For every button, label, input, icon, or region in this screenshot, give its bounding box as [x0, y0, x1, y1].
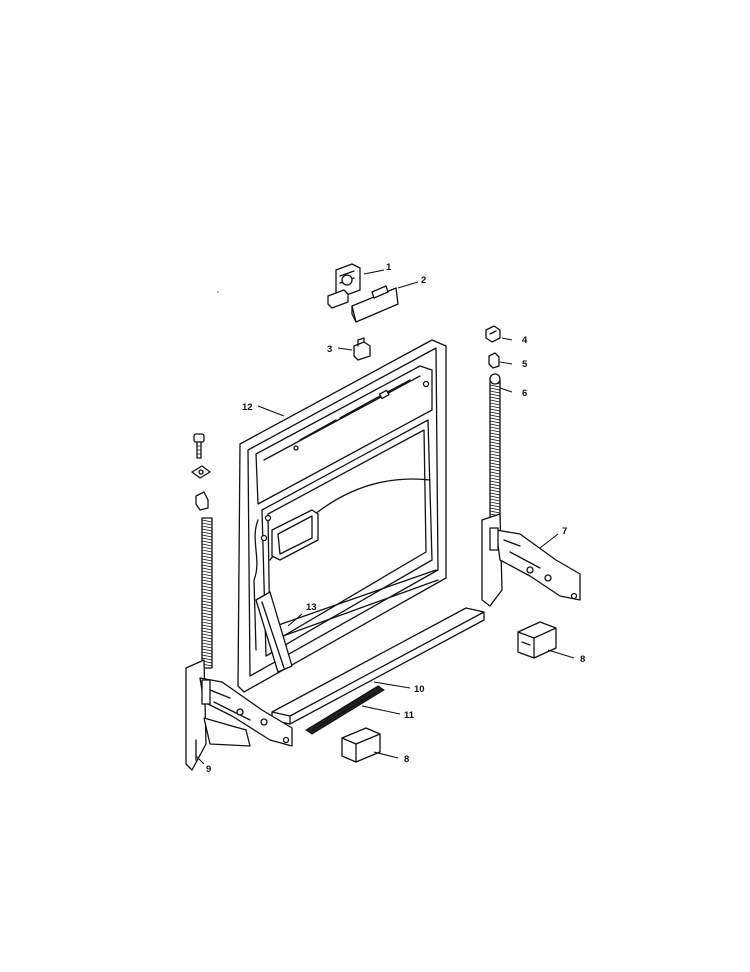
stray-dot	[217, 291, 219, 293]
leader-2	[397, 281, 419, 289]
foot-pad-left-part	[341, 727, 381, 763]
screw-part	[193, 433, 205, 459]
clip-part	[353, 337, 371, 361]
spring-left-part	[201, 517, 213, 669]
mesh-strip-part	[305, 685, 385, 735]
leader-12	[257, 405, 285, 417]
hinge-right-part	[481, 513, 581, 607]
callout-13: 13	[306, 602, 317, 613]
callout-9: 9	[206, 764, 211, 775]
leader-4	[501, 337, 513, 341]
callout-4: 4	[522, 335, 528, 346]
callout-1: 1	[386, 262, 392, 273]
leader-8a	[547, 649, 575, 659]
callout-10: 10	[414, 684, 425, 695]
leader-8b	[373, 751, 399, 759]
leader-3	[337, 347, 353, 351]
leader-9	[195, 755, 205, 765]
leader-6	[499, 387, 513, 393]
callout-6: 6	[522, 388, 527, 399]
leader-10	[373, 681, 411, 689]
callout-12: 12	[242, 402, 253, 413]
spring-right-part	[489, 373, 501, 521]
callout-3: 3	[327, 344, 332, 355]
door-panel-part	[237, 339, 447, 693]
bracket-part-5	[488, 352, 500, 369]
leader-lines	[195, 269, 575, 765]
callout-8-lower: 8	[404, 754, 409, 765]
small-bracket-left-part	[195, 491, 209, 511]
callout-11: 11	[404, 710, 415, 721]
latch-assembly-part	[327, 263, 399, 323]
callout-2: 2	[421, 275, 426, 286]
hinge-left-part	[185, 659, 293, 771]
callout-5: 5	[522, 359, 528, 370]
leader-5	[499, 361, 513, 365]
callout-7: 7	[562, 526, 567, 537]
nut-part	[191, 465, 211, 479]
leader-7	[539, 533, 559, 549]
bracket-part-4	[485, 325, 501, 343]
leader-1	[363, 269, 385, 275]
leader-11	[361, 705, 401, 715]
vent-strip-part	[255, 591, 293, 673]
callout-labels: 1 2 3 4 5 6 7 8 8 9 10 11 12 13	[206, 262, 585, 775]
callout-8-right: 8	[580, 654, 585, 665]
leader-13	[287, 613, 303, 627]
foot-pad-right-part	[517, 621, 557, 659]
